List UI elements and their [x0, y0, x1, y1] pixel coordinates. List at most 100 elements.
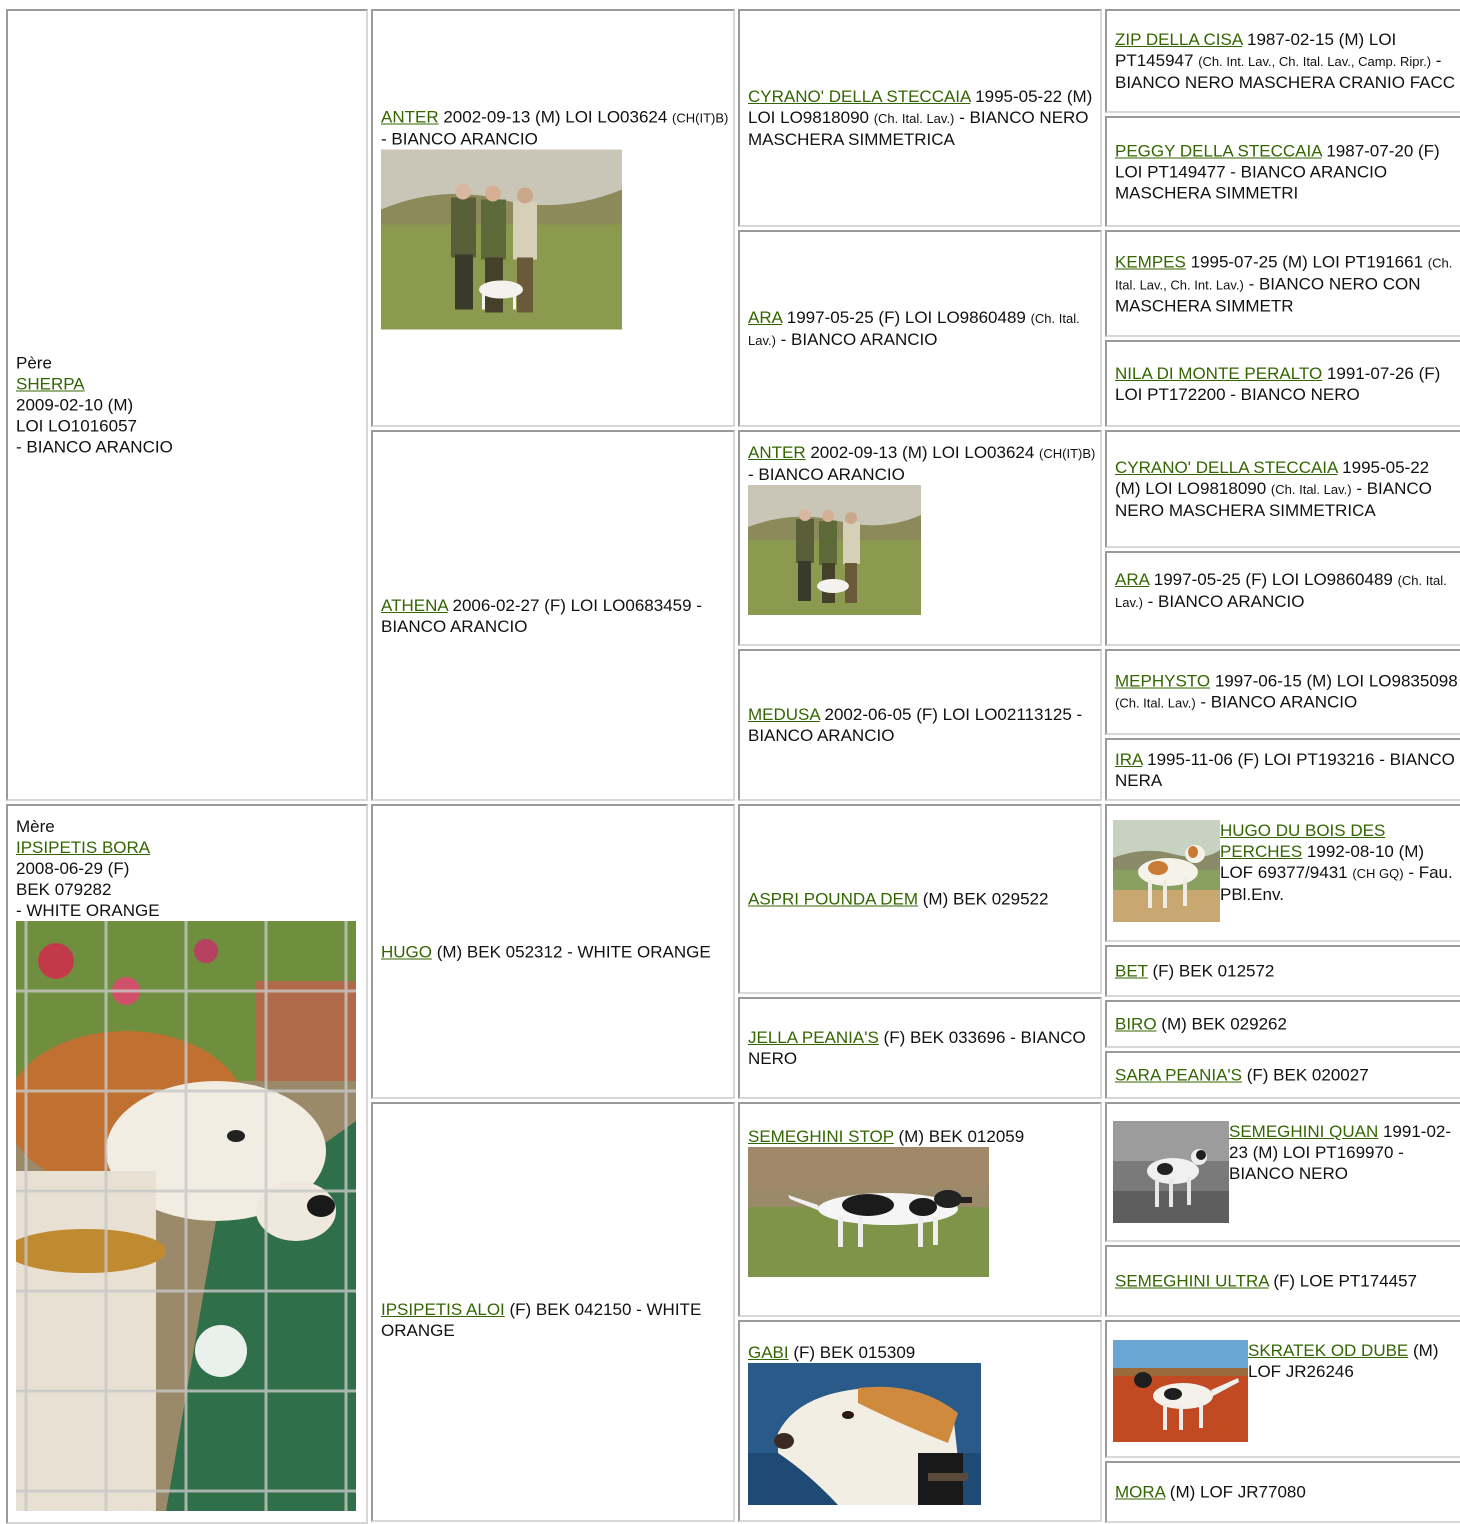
gen3-title-2: (Ch. Ital. Lav.)	[748, 310, 1080, 348]
gen2-title-1: (CH(IT)B)	[672, 110, 729, 126]
gen4-entry-15: SKRATEK OD DUBE (M) LOF JR26246	[1113, 1340, 1459, 1442]
dam-color: - WHITE ORANGE	[16, 901, 160, 920]
gen3-cell-2: ARA 1997-05-25 (F) LOI LO9860489 (Ch. It…	[738, 230, 1102, 427]
gen3-cell-5: ASPRI POUNDA DEM (M) BEK 029522	[738, 804, 1102, 994]
gen3-info-2: 1997-05-25 (F) LOI LO9860489	[782, 307, 1031, 327]
gen4-name-link-16[interactable]: MORA	[1115, 1482, 1166, 1502]
gen4-info-11: (M) BEK 029262	[1156, 1014, 1287, 1034]
gen3-cell-3: ANTER 2002-09-13 (M) LOI LO03624 (CH(IT)…	[738, 430, 1102, 646]
gen4-name-link-14[interactable]: SEMEGHINI ULTRA	[1115, 1271, 1269, 1291]
gen3-title-1: (Ch. Ital. Lav.)	[873, 111, 955, 126]
gen4-name-link-5[interactable]: CYRANO' DELLA STECCAIA	[1115, 458, 1338, 477]
gen4-entry-7: MEPHYSTO 1997-06-15 (M) LOI LO9835098 (C…	[1115, 671, 1459, 714]
gen4-title-9: (CH GQ)	[1352, 866, 1404, 881]
gen3-name-link-7[interactable]: SEMEGHINI STOP	[748, 1127, 894, 1146]
sire-entry: Père SHERPA 2009-02-10 (M) LOI LO1016057…	[16, 353, 362, 458]
standing-pointer-photo[interactable]	[1113, 820, 1220, 922]
gen2-info-2: 2006-02-27 (F) LOI LO0683459 - BIANCO AR…	[381, 595, 702, 636]
gen3-info-3: 2002-09-13 (M) LOI LO03624	[805, 443, 1040, 462]
gen2-cell-4: IPSIPETIS ALOI (F) BEK 042150 - WHITE OR…	[371, 1102, 735, 1522]
gen2-entry-1: ANTER 2002-09-13 (M) LOI LO03624 (CH(IT)…	[381, 107, 729, 330]
sire-name-link[interactable]: SHERPA	[16, 374, 85, 394]
gen4-entry-3: KEMPES 1995-07-25 (M) LOI PT191661 (Ch. …	[1115, 251, 1459, 316]
gen4-name-link-3[interactable]: KEMPES	[1115, 252, 1186, 271]
dog-head-photo[interactable]	[748, 1363, 981, 1505]
gen4-entry-8: IRA 1995-11-06 (F) LOI PT193216 - BIANCO…	[1115, 749, 1459, 791]
gen4-entry-14: SEMEGHINI ULTRA (F) LOE PT174457	[1115, 1271, 1459, 1292]
dam-name-link[interactable]: IPSIPETIS BORA	[16, 838, 151, 857]
gen2-name-link-1[interactable]: ANTER	[381, 107, 439, 127]
gen4-entry-1: ZIP DELLA CISA 1987-02-15 (M) LOI PT1459…	[1115, 29, 1459, 93]
men-with-pointer-photo[interactable]	[748, 485, 921, 615]
gen4-info-16: (M) LOF JR77080	[1165, 1482, 1306, 1502]
gen4-name-link-13[interactable]: SEMEGHINI QUAN	[1229, 1122, 1379, 1141]
gen4-info-12: (F) BEK 020027	[1242, 1065, 1369, 1085]
gen3-name-link-8[interactable]: GABI	[748, 1343, 789, 1362]
gen4-title-5: (Ch. Ital. Lav.)	[1270, 482, 1352, 497]
men-with-pointer-photo[interactable]	[381, 149, 622, 330]
gen4-name-link-15[interactable]: SKRATEK OD DUBE	[1248, 1341, 1409, 1360]
gen4-entry-4: NILA DI MONTE PERALTO 1991-07-26 (F) LOI…	[1115, 363, 1459, 405]
gen4-entry-5: CYRANO' DELLA STECCAIA 1995-05-22 (M) LO…	[1115, 457, 1459, 521]
dam-role-label: Mère	[16, 817, 55, 836]
gen3-info-8: (F) BEK 015309	[788, 1343, 916, 1362]
gen3-name-link-4[interactable]: MEDUSA	[748, 705, 820, 724]
gen4-info-2: 1987-07-20 (F) LOI PT149477 - BIANCO ARA…	[1115, 141, 1440, 202]
gen3-name-link-1[interactable]: CYRANO' DELLA STECCAIA	[748, 87, 971, 106]
gen4-cell-3: KEMPES 1995-07-25 (M) LOI PT191661 (Ch. …	[1105, 230, 1460, 337]
gen4-info2-9: - Fau. PBl.Env.	[1220, 863, 1453, 904]
bw-pointer-photo[interactable]	[1113, 1121, 1229, 1223]
dog-behind-fence-photo[interactable]	[16, 921, 356, 1511]
gen4-name-link-9[interactable]: HUGO DU BOIS DES PERCHES	[1220, 821, 1386, 861]
gen4-info-4: 1991-07-26 (F) LOI PT172200 - BIANCO NER…	[1115, 363, 1441, 404]
gen2-name-link-3[interactable]: HUGO	[381, 942, 432, 961]
gen3-entry-4: MEDUSA 2002-06-05 (F) LOI LO02113125 - B…	[748, 704, 1096, 746]
gen4-title-7: (Ch. Ital. Lav.)	[1115, 695, 1196, 711]
gen4-name-link-12[interactable]: SARA PEANIA'S	[1115, 1065, 1243, 1085]
gen4-info-15: (M) LOF JR26246	[1248, 1341, 1439, 1381]
gen3-entry-8: GABI (F) BEK 015309	[748, 1342, 1096, 1505]
gen4-entry-2: PEGGY DELLA STECCAIA 1987-07-20 (F) LOI …	[1115, 140, 1459, 203]
gen3-info2-2: - BIANCO ARANCIO	[775, 329, 938, 349]
gen2-entry-3: HUGO (M) BEK 052312 - WHITE ORANGE	[381, 941, 729, 962]
gen4-entry-11: BIRO (M) BEK 029262	[1115, 1014, 1459, 1035]
gen3-cell-6: JELLA PEANIA'S (F) BEK 033696 - BIANCO N…	[738, 997, 1102, 1099]
gen4-name-link-6[interactable]: ARA	[1115, 570, 1150, 589]
gen4-info-3: 1995-07-25 (M) LOI PT191661	[1185, 252, 1428, 271]
pointing-dog-photo[interactable]	[748, 1147, 989, 1277]
sire-registration: LOI LO1016057	[16, 416, 137, 436]
gen4-name-link-4[interactable]: NILA DI MONTE PERALTO	[1115, 363, 1323, 383]
gen4-cell-8: IRA 1995-11-06 (F) LOI PT193216 - BIANCO…	[1105, 738, 1460, 801]
gen2-info-1: 2002-09-13 (M) LOI LO03624	[438, 107, 673, 127]
gen4-name-link-8[interactable]: IRA	[1115, 749, 1143, 769]
gen3-cell-1: CYRANO' DELLA STECCAIA 1995-05-22 (M) LO…	[738, 9, 1102, 227]
sire-dob: 2009-02-10 (M)	[16, 395, 134, 415]
gen2-info-4: (F) BEK 042150 - WHITE ORANGE	[381, 1300, 702, 1340]
gen2-name-link-2[interactable]: ATHENA	[381, 595, 448, 615]
gen4-info2-7: - BIANCO ARANCIO	[1195, 692, 1358, 712]
gen2-name-link-4[interactable]: IPSIPETIS ALOI	[381, 1300, 505, 1319]
gen4-title-6: (Ch. Ital. Lav.)	[1115, 573, 1447, 610]
gen2-entry-2: ATHENA 2006-02-27 (F) LOI LO0683459 - BI…	[381, 595, 729, 637]
gen3-cell-8: GABI (F) BEK 015309	[738, 1320, 1102, 1522]
gen4-info-5: 1995-05-22 (M) LOI LO9818090	[1115, 458, 1430, 498]
gen2-cell-3: HUGO (M) BEK 052312 - WHITE ORANGE	[371, 804, 735, 1099]
gen4-name-link-11[interactable]: BIRO	[1115, 1014, 1157, 1034]
gen4-title-3: (Ch. Ital. Lav., Ch. Int. Lav.)	[1115, 255, 1453, 292]
gen3-name-link-2[interactable]: ARA	[748, 307, 783, 327]
sire-cell: Père SHERPA 2009-02-10 (M) LOI LO1016057…	[6, 9, 368, 801]
gen4-name-link-2[interactable]: PEGGY DELLA STECCAIA	[1115, 141, 1322, 160]
gen3-info2-1: - BIANCO NERO MASCHERA SIMMETRICA	[748, 108, 1089, 149]
gen4-name-link-7[interactable]: MEPHYSTO	[1115, 671, 1211, 691]
gen3-name-link-5[interactable]: ASPRI POUNDA DEM	[748, 889, 919, 909]
gen4-entry-6: ARA 1997-05-25 (F) LOI LO9860489 (Ch. It…	[1115, 569, 1459, 613]
gen4-cell-10: BET (F) BEK 012572	[1105, 945, 1460, 997]
gen3-info-7: (M) BEK 012059	[893, 1127, 1025, 1146]
gen4-name-link-1[interactable]: ZIP DELLA CISA	[1115, 30, 1243, 49]
gen3-name-link-6[interactable]: JELLA PEANIA'S	[748, 1028, 879, 1047]
gen3-name-link-3[interactable]: ANTER	[748, 443, 806, 462]
gen3-info2-3: - BIANCO ARANCIO	[748, 465, 905, 484]
gen4-name-link-10[interactable]: BET	[1115, 961, 1148, 981]
pointer-on-field-photo[interactable]	[1113, 1340, 1248, 1442]
gen4-info-10: (F) BEK 012572	[1147, 961, 1275, 981]
